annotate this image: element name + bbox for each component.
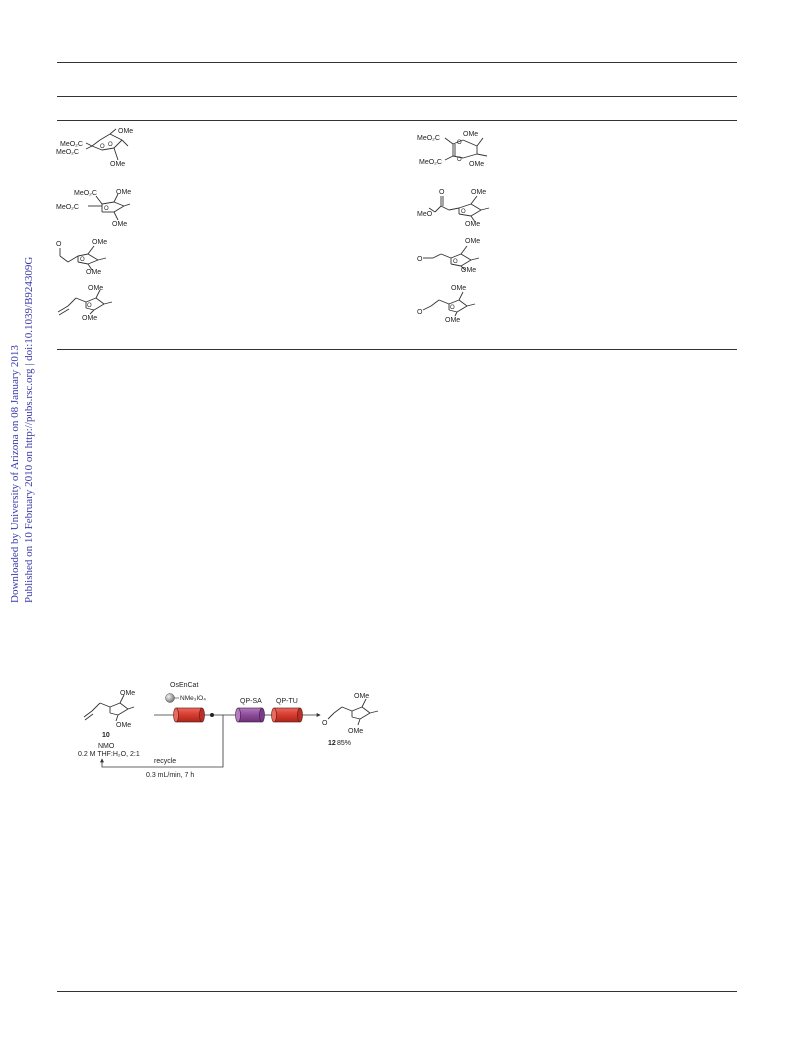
structure-3: MeO₂C MeO₂C OMe OMe O [56,189,131,228]
table-header-bottom-rule [57,120,737,121]
reagent-line-1: NMO [98,743,115,750]
flow-conditions: 0.3 mL/min, 7 h [146,772,194,779]
structure-8: O OMe OMe O [417,285,476,324]
s4-ome-bottom: OMe [465,221,480,228]
s2-ring-o2: O [457,157,462,163]
watermark-download-line: Downloaded by University of Arizona on 0… [9,345,21,603]
s8-ome-top: OMe [451,285,466,292]
start-compound-number: 10 [102,732,110,739]
recycle-label: recycle [154,758,176,765]
structure-1: OMe OMe MeO₂C MeO₂C O O [56,128,133,168]
product-ome-top: OMe [354,693,369,700]
flow-scheme: OMe OMe 10 NMO 0.2 M THF:H₂O, 2:1 OsEnCa… [78,682,379,779]
column-qp-tu-label: QP-TU [276,698,298,705]
s1-ring-o2: O [108,142,113,148]
s7-ome-bottom: OMe [82,315,97,322]
product-ome-bottom: OMe [348,728,363,735]
s2-ester-1: MeO₂C [417,135,440,142]
recycle-loop [100,715,224,768]
start-ome-top: OMe [120,690,135,697]
s4-ester: MeO [417,211,433,218]
start-ome-bottom: OMe [116,722,131,729]
column-qp-sa-label: QP-SA [240,698,262,705]
product-yield: 85% [337,740,351,747]
s3-ester-2: MeO₂C [56,204,79,211]
column-osencat [173,707,205,723]
s2-ring-o: O [457,140,462,146]
s2-ome-bottom: OMe [469,161,484,168]
structure-6: O OMe OMe O [417,238,480,274]
column-qp-tu [271,707,303,723]
s4-carbonyl-o: O [439,189,445,196]
s6-ome-top: OMe [465,238,480,245]
junction-node [210,713,214,717]
s4-ome-top: OMe [471,189,486,196]
s8-ring-o: O [450,305,455,311]
polymer-bead-icon [165,693,175,703]
table-header-rule [57,96,737,97]
s7-ome-top: OMe [88,285,103,292]
table-top-rule [57,62,737,63]
structure-7: OMe OMe O [57,285,113,322]
s6-ring-o: O [453,259,458,265]
s3-ester-1: MeO₂C [74,190,97,197]
s2-ome-top: OMe [463,131,478,138]
s3-ome-top: OMe [116,189,131,196]
s8-ome-bottom: OMe [445,317,460,324]
s1-ome-bottom: OMe [110,161,125,168]
start-structure [83,694,135,722]
download-watermark: Downloaded by University of Arizona on 0… [3,257,47,605]
footer-rule [57,991,737,992]
s6-left-o: O [417,256,423,263]
product-carbonyl-o: O [322,720,328,727]
structure-5: O OMe OMe O [56,239,107,276]
reagent-line-2: 0.2 M THF:H₂O, 2:1 [78,751,140,758]
s5-ring-o: O [80,257,85,263]
s3-ring-o: O [104,206,109,212]
product-compound-number: 12 [328,740,336,747]
structure-4: O MeO OMe OMe O [417,189,490,228]
s5-ome-top: OMe [92,239,107,246]
s1-ome-top: OMe [118,128,133,135]
column-qp-sa [235,707,265,723]
s5-ome-bottom: OMe [86,269,101,276]
s2-ester-2: MeO₂C [419,159,442,166]
s4-ring-o: O [461,209,466,215]
catalyst-label: OsEnCat [170,682,198,689]
s3-ome-bottom: OMe [112,221,127,228]
product-structure [327,698,379,726]
table-bottom-rule [57,349,737,350]
s6-ome-bottom: OMe [461,267,476,274]
s8-left-o: O [417,309,423,316]
s7-ring-o: O [87,303,92,309]
s1-ester-2: MeO₂C [56,149,79,156]
s5-left-o: O [56,241,62,248]
structure-2: OMe OMe MeO₂C MeO₂C O O [417,131,488,168]
s1-ring-o: O [100,144,105,150]
s1-ester-1: MeO₂C [60,141,83,148]
watermark-doi-line: Published on 10 February 2010 on http://… [23,256,35,603]
catalyst-formula: NMe₃IO₄ [180,695,206,702]
